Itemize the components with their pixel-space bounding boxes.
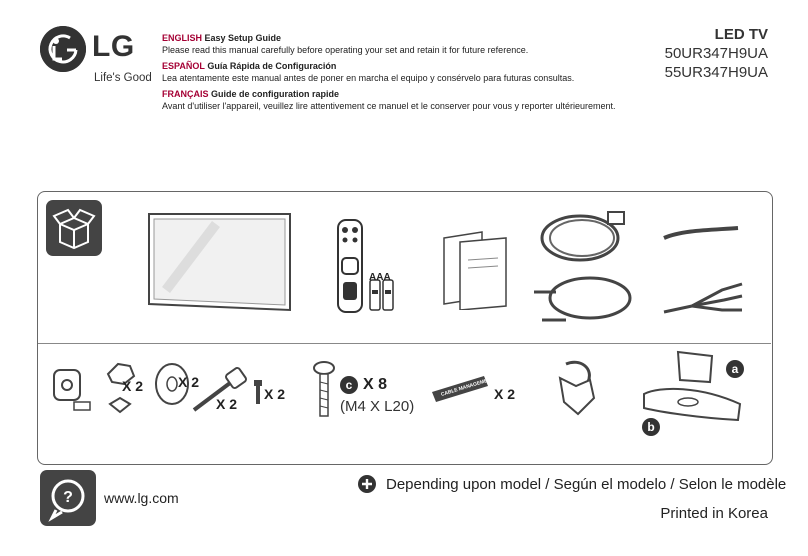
cable-holder-icon <box>558 360 596 416</box>
plus-icon <box>358 475 376 493</box>
lg-logo-icon <box>40 26 86 72</box>
lang-title: Guía Rápida de Configuración <box>207 61 337 71</box>
battery-label: AAA <box>369 272 391 283</box>
long-bolt-icon <box>192 367 247 412</box>
wall-bracket-icon <box>53 369 91 411</box>
quantity-label: X 2 <box>122 378 144 394</box>
model-number: 50UR347H9UA <box>664 45 768 62</box>
wing-nut-icon <box>106 362 136 414</box>
lang-label: FRANÇAIS <box>162 89 209 99</box>
lang-text: Avant d'utiliser l'appareil, veuillez li… <box>162 101 616 111</box>
marker-a: a <box>726 360 744 378</box>
quantity-label: X 2 <box>178 374 200 390</box>
stand-base-icon <box>643 350 742 422</box>
brand-name: LG <box>92 30 135 63</box>
lang-english: ENGLISH Easy Setup Guide Please read thi… <box>162 32 632 56</box>
power-cable-icon <box>540 211 625 262</box>
website-link[interactable]: www.lg.com <box>104 490 179 506</box>
quantity-label: X 2 <box>216 396 238 412</box>
product-type: LED TV <box>714 26 768 43</box>
lang-title: Guide de configuration rapide <box>211 89 340 99</box>
spacer-icon <box>155 363 189 405</box>
lang-label: ESPAÑOL <box>162 61 205 71</box>
manual-icon <box>443 231 507 310</box>
box-contents-panel <box>37 191 773 465</box>
quantity-label: X 2 <box>494 386 516 402</box>
marker-c: c <box>340 376 358 394</box>
component-cable-icon <box>663 282 743 314</box>
quantity-label: X 8 <box>363 376 388 393</box>
marker-b: b <box>642 418 660 436</box>
lang-text: Please read this manual carefully before… <box>162 45 529 55</box>
help-icon: ? <box>40 470 96 526</box>
lang-text: Lea atentamente este manual antes de pon… <box>162 73 575 83</box>
lang-spanish: ESPAÑOL Guía Rápida de Configuración Lea… <box>162 60 632 84</box>
svg-text:?: ? <box>63 489 73 506</box>
printed-in: Printed in Korea <box>660 505 768 522</box>
short-screw-icon <box>254 380 262 404</box>
remote-control-icon <box>337 219 394 313</box>
model-note: Depending upon model / Según el modelo /… <box>386 476 787 493</box>
model-number: 55UR347H9UA <box>664 64 768 81</box>
lang-title: Easy Setup Guide <box>204 33 282 43</box>
cable-tie-icon <box>663 226 739 240</box>
open-box-icon <box>46 200 102 256</box>
cable-management-clip-icon <box>432 376 488 402</box>
brand-tagline: Life's Good <box>94 72 152 84</box>
tv-icon <box>148 213 291 312</box>
panel-divider <box>38 343 771 344</box>
av-cable-icon <box>534 276 632 322</box>
lang-french: FRANÇAIS Guide de configuration rapide A… <box>162 88 622 112</box>
quantity-label: X 2 <box>264 386 286 402</box>
stand-screw-icon <box>313 361 335 417</box>
screw-spec: (M4 X L20) <box>340 398 415 415</box>
lang-label: ENGLISH <box>162 33 203 43</box>
